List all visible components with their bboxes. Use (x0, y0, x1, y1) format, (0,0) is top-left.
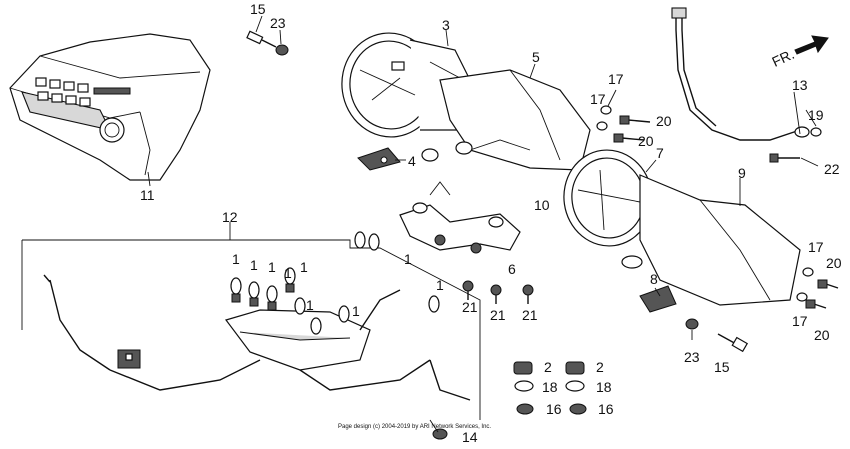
screw-21-b (490, 284, 502, 304)
callout-2-left: 2 (544, 359, 552, 375)
bulb-1 (230, 277, 242, 303)
copyright-notice: Page design (c) 2004-2019 by ARI Network… (338, 424, 491, 430)
front-direction-arrow (794, 35, 829, 55)
screw-21-c (522, 284, 534, 304)
callout-1-d: 1 (300, 259, 308, 275)
callout-22: 22 (824, 161, 840, 177)
bracket-8 (639, 285, 677, 313)
screw-15-lower (717, 333, 749, 353)
screw-20-lower (805, 279, 839, 309)
callout-21-c: 21 (522, 307, 538, 323)
grommet-2-right (565, 361, 585, 375)
callout-13: 13 (792, 77, 808, 93)
callout-1-c: 1 (268, 259, 276, 275)
front-direction-label: FR. (769, 46, 796, 70)
screw-22 (769, 153, 800, 163)
callout-9: 9 (738, 165, 746, 181)
callout-15-top: 15 (250, 1, 266, 17)
callout-6: 6 (508, 261, 516, 277)
callout-1-e: 1 (306, 297, 314, 313)
bulb-8 (354, 231, 380, 251)
callout-23-lower: 23 (684, 349, 700, 365)
callout-18-left: 18 (542, 379, 558, 395)
callout-17-c: 17 (808, 239, 824, 255)
callout-20-c: 20 (826, 255, 842, 271)
meter-cover (9, 33, 211, 181)
nut-23-lower (685, 318, 699, 330)
callout-17-a: 17 (608, 71, 624, 87)
bulb-6 (310, 317, 322, 335)
callout-17-d: 17 (792, 313, 808, 329)
callout-14: 14 (462, 429, 478, 445)
bulb-5 (294, 297, 306, 315)
grommet-2-left (513, 361, 533, 375)
callout-18-right: 18 (596, 379, 612, 395)
nut-23-top (275, 44, 289, 56)
bulb-3 (266, 285, 278, 311)
callout-3: 3 (442, 17, 450, 33)
nut-16-left (516, 403, 534, 415)
screw-20-upper (613, 115, 651, 143)
bulb-9 (428, 295, 440, 313)
speedometer-case (439, 69, 591, 171)
speedometer-mount (421, 141, 473, 162)
screw-14 (432, 428, 448, 440)
callout-17-b: 17 (590, 91, 606, 107)
collar-18-left (514, 380, 534, 392)
callout-5: 5 (532, 49, 540, 65)
callout-labels: 15 23 3 5 4 11 12 10 6 7 9 8 13 19 22 17… (140, 1, 842, 445)
callout-12: 12 (222, 209, 238, 225)
screw-21-a (462, 280, 474, 300)
callout-1-f: 1 (352, 303, 360, 319)
washer-17-lower (796, 267, 814, 302)
callout-21-b: 21 (490, 307, 506, 323)
leader-lines (147, 15, 819, 433)
collar-18-right (565, 380, 585, 392)
callout-1-b: 1 (250, 257, 258, 273)
callout-1-g: 1 (404, 251, 412, 267)
screw-15-top (246, 30, 277, 48)
callout-15-lower: 15 (714, 359, 730, 375)
callout-8: 8 (650, 271, 658, 287)
callout-4: 4 (408, 153, 416, 169)
washer-19 (810, 127, 822, 137)
callout-20-b: 20 (638, 133, 654, 149)
callout-1-h: 1 (436, 277, 444, 293)
callout-21-a: 21 (462, 299, 478, 315)
washer-17-upper (596, 105, 612, 131)
callout-20-d: 20 (814, 327, 830, 343)
callout-20-a: 20 (656, 113, 672, 129)
bulb-4 (284, 267, 296, 293)
tachometer-case (621, 174, 801, 306)
indicator-light-harness (21, 239, 481, 420)
callout-16-right: 16 (598, 401, 614, 417)
callout-7: 7 (656, 145, 664, 161)
callout-11: 11 (140, 187, 155, 203)
callout-2-right: 2 (596, 359, 604, 375)
bulb-2 (248, 281, 260, 307)
callout-19: 19 (808, 107, 824, 123)
callout-16-left: 16 (546, 401, 562, 417)
nut-16-right (569, 403, 587, 415)
speedometer-cable (671, 7, 810, 141)
callout-10: 10 (534, 197, 550, 213)
bracket-4 (357, 147, 401, 171)
bulb-7 (338, 305, 350, 323)
tachometer (563, 149, 653, 247)
meter-bracket (399, 181, 521, 254)
callout-1-i: 1 (284, 265, 292, 281)
callout-23-top: 23 (270, 15, 286, 31)
callout-1-a: 1 (232, 251, 240, 267)
